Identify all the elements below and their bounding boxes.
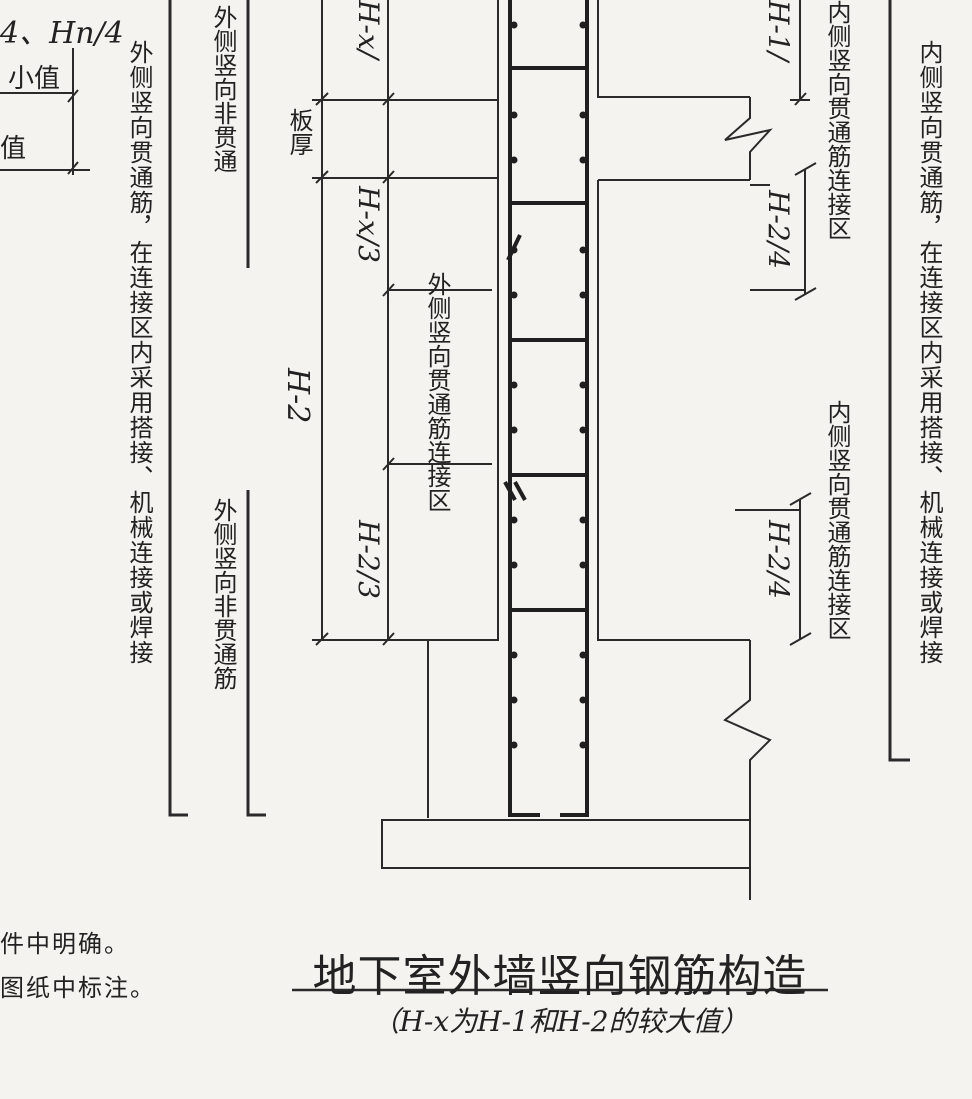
inner-through-bracket: [888, 0, 910, 762]
outer-through-label: 外侧竖向贯通筋，在连接区内采用搭接、机械连接或焊接: [125, 40, 153, 665]
note-1: 件中明确。: [0, 930, 130, 958]
h2-total-label: H-2: [280, 368, 315, 424]
note-2: 图纸中标注。: [0, 974, 156, 1002]
outer-nonthrough-bottom-bracket: [246, 490, 266, 817]
h1-over-4-top-label: H-1/: [762, 0, 795, 62]
h2-over-4-b-label: H-2/4: [762, 520, 795, 599]
hx-over-3-label: H-x/3: [352, 186, 385, 263]
outer-through-zone-label: 外侧竖向贯通筋连接区: [423, 272, 451, 512]
top-left-fragment: 值: [0, 134, 27, 164]
page-subtitle: （H-x为H-1和H-2的较大值）: [371, 1005, 749, 1038]
rebar-dots: [510, 21, 587, 749]
top-left-min-value: 小值: [8, 64, 61, 94]
top-left-formula: 4、Hn/4: [0, 16, 124, 51]
h2-over-4-a-label: H-2/4: [762, 190, 795, 269]
inner-through-zone-b-label: 内侧竖向贯通筋连接区: [823, 400, 851, 640]
outer-through-bracket: [168, 0, 188, 817]
inner-through-label: 内侧竖向贯通筋，在连接区内采用搭接、机械连接或焊接: [915, 40, 943, 665]
hx-over-3-top-label: H-x/: [352, 0, 385, 60]
h2-over-3-label: H-2/3: [352, 520, 385, 599]
inner-through-zone-a-label: 内侧竖向贯通筋连接区: [823, 0, 851, 240]
page-title: 地下室外墙竖向钢筋构造: [312, 951, 808, 1002]
outer-nonthrough-top-label: 外侧竖向非贯通: [209, 5, 237, 173]
slab-thickness-label: 板厚: [285, 108, 313, 156]
wall-rebars: [503, 0, 589, 817]
outer-nonthrough-bottom-label: 外侧竖向非贯通筋: [209, 498, 237, 690]
